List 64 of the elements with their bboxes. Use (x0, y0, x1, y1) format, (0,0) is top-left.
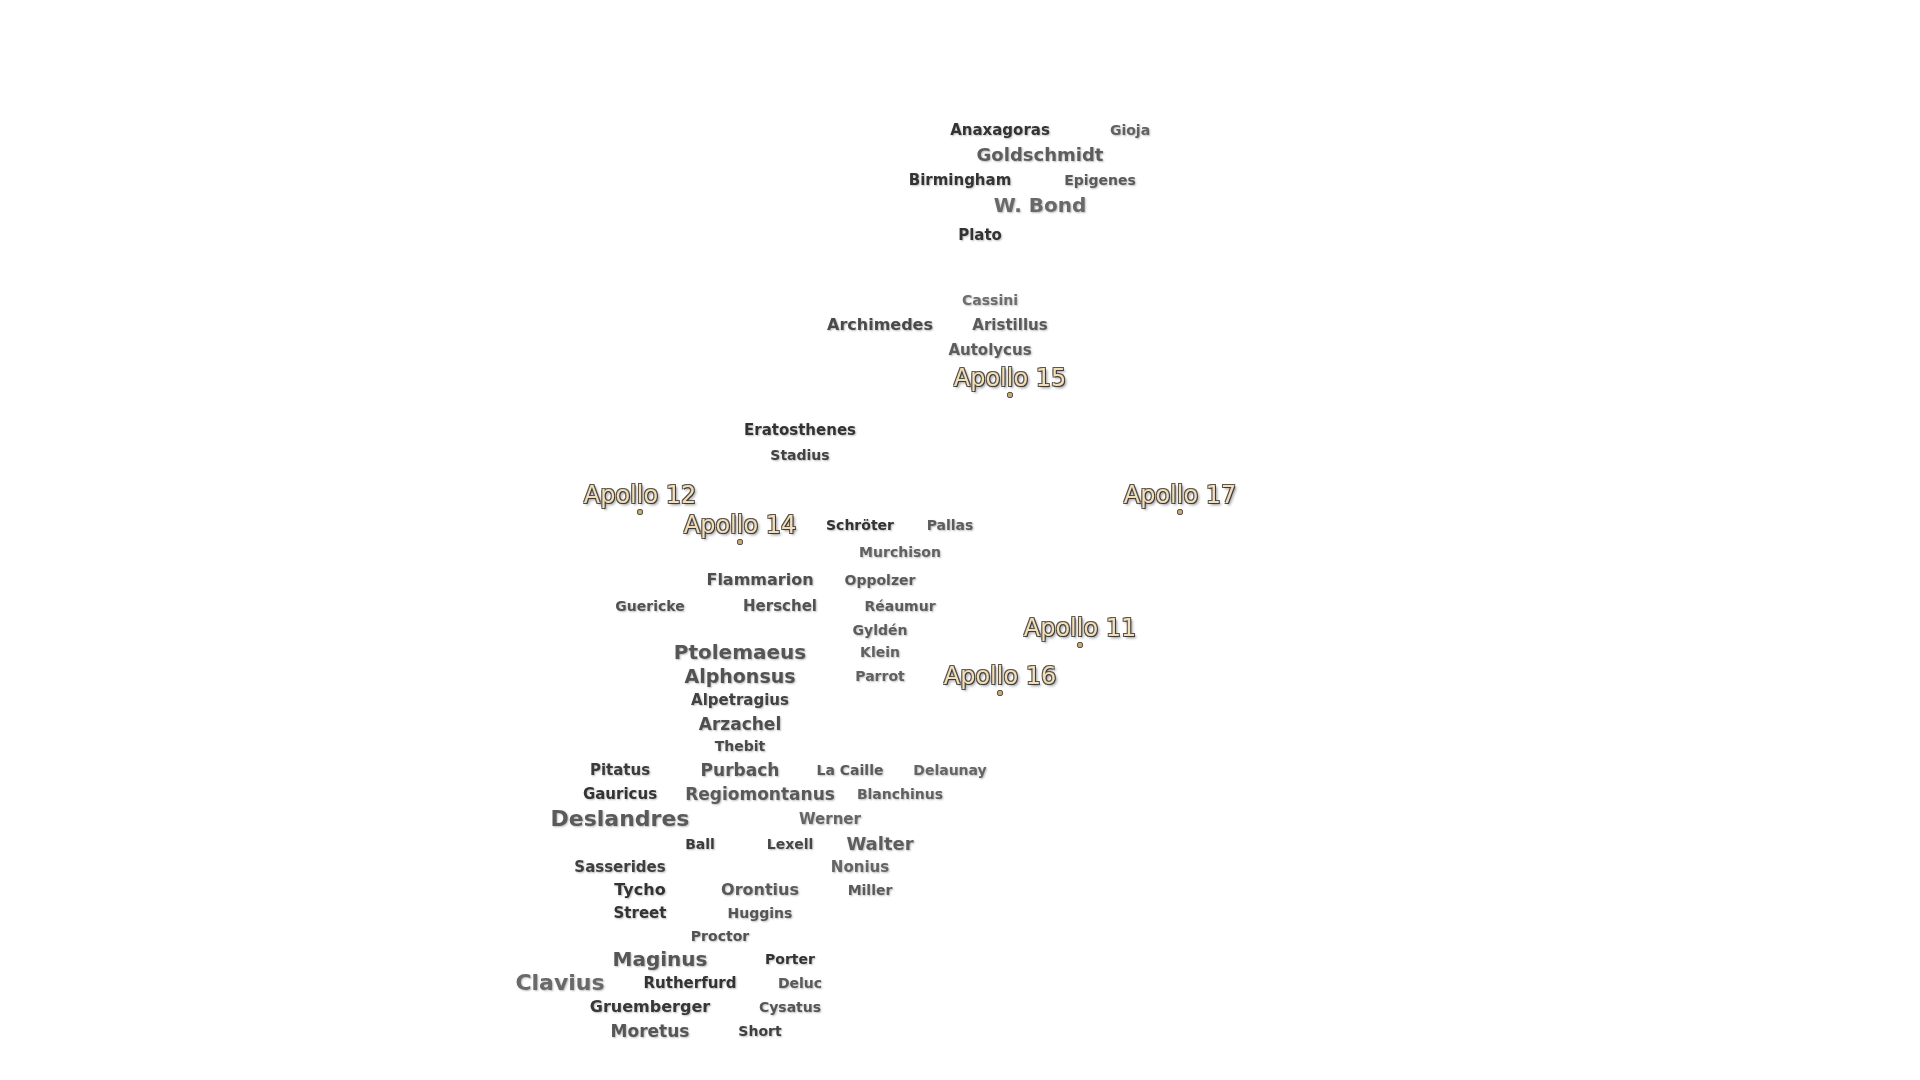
crater-label: Flammarion (706, 572, 814, 588)
crater-label: Walter (846, 835, 914, 853)
crater-label: Thebit (714, 739, 766, 753)
crater-label: Gioja (1109, 123, 1151, 137)
crater-label: Deluc (777, 976, 823, 990)
crater-label: Alphonsus (684, 666, 796, 686)
crater-label: Ptolemaeus (673, 642, 807, 662)
crater-label: Oppolzer (844, 573, 916, 587)
crater-label: Gyldén (852, 623, 908, 637)
crater-label: Pitatus (589, 762, 651, 778)
crater-label: Plato (958, 227, 1002, 243)
crater-label: Delaunay (913, 763, 987, 777)
crater-label: Herschel (743, 598, 817, 614)
crater-label: Nonius (830, 859, 890, 875)
crater-label: Maginus (612, 949, 708, 969)
crater-label: Epigenes (1064, 173, 1136, 187)
crater-label: Arzachel (698, 715, 782, 733)
landing-site-label: Apollo 15 (953, 366, 1067, 390)
crater-label: Ball (685, 837, 715, 851)
crater-label: Parrot (855, 669, 905, 683)
crater-label: Klein (860, 645, 900, 659)
crater-label: Deslandres (550, 808, 690, 830)
crater-label: Proctor (690, 929, 750, 943)
crater-label: W. Bond (993, 195, 1087, 215)
crater-label: Regiomontanus (685, 785, 835, 803)
landing-site-label: Apollo 11 (1023, 616, 1137, 640)
crater-label: Cysatus (758, 1000, 822, 1014)
crater-label: Pallas (926, 518, 974, 532)
crater-label: Moretus (610, 1022, 690, 1040)
crater-label: Autolycus (948, 342, 1032, 358)
crater-label: Anaxagoras (950, 122, 1050, 138)
landing-site-label: Apollo 17 (1123, 483, 1237, 507)
landing-site-label: Apollo 16 (943, 664, 1057, 688)
crater-label: Orontius (721, 882, 799, 898)
crater-label: Porter (765, 952, 815, 966)
crater-label: Lexell (766, 837, 814, 851)
crater-label: Goldschmidt (976, 146, 1104, 164)
crater-label: Short (738, 1024, 782, 1038)
crater-label: La Caille (816, 763, 884, 777)
crater-label: Werner (799, 811, 861, 827)
landing-site-label: Apollo 12 (583, 483, 697, 507)
crater-label: Aristillus (972, 317, 1048, 333)
crater-label: Guericke (615, 599, 685, 613)
crater-label: Réaumur (864, 599, 936, 613)
landing-site-label: Apollo 14 (683, 513, 797, 537)
crater-label: Archimedes (827, 317, 933, 333)
crater-label: Purbach (700, 761, 780, 779)
crater-label: Rutherfurd (643, 975, 737, 991)
crater-label: Alpetragius (691, 692, 789, 708)
crater-label: Sasserides (574, 859, 666, 875)
crater-label: Blanchinus (856, 787, 944, 801)
crater-label: Miller (847, 883, 893, 897)
crater-label: Gruemberger (589, 999, 711, 1015)
crater-label: Murchison (859, 545, 941, 559)
crater-label: Schröter (826, 518, 894, 532)
crater-label: Eratosthenes (744, 422, 856, 438)
crater-label: Tycho (614, 882, 666, 898)
crater-label: Huggins (727, 906, 793, 920)
crater-label: Cassini (962, 293, 1018, 307)
crater-label: Birmingham (908, 172, 1012, 188)
crater-label: Clavius (515, 972, 605, 994)
crater-label: Street (613, 905, 667, 921)
crater-label: Gauricus (582, 786, 658, 802)
crater-label: Stadius (770, 448, 830, 462)
